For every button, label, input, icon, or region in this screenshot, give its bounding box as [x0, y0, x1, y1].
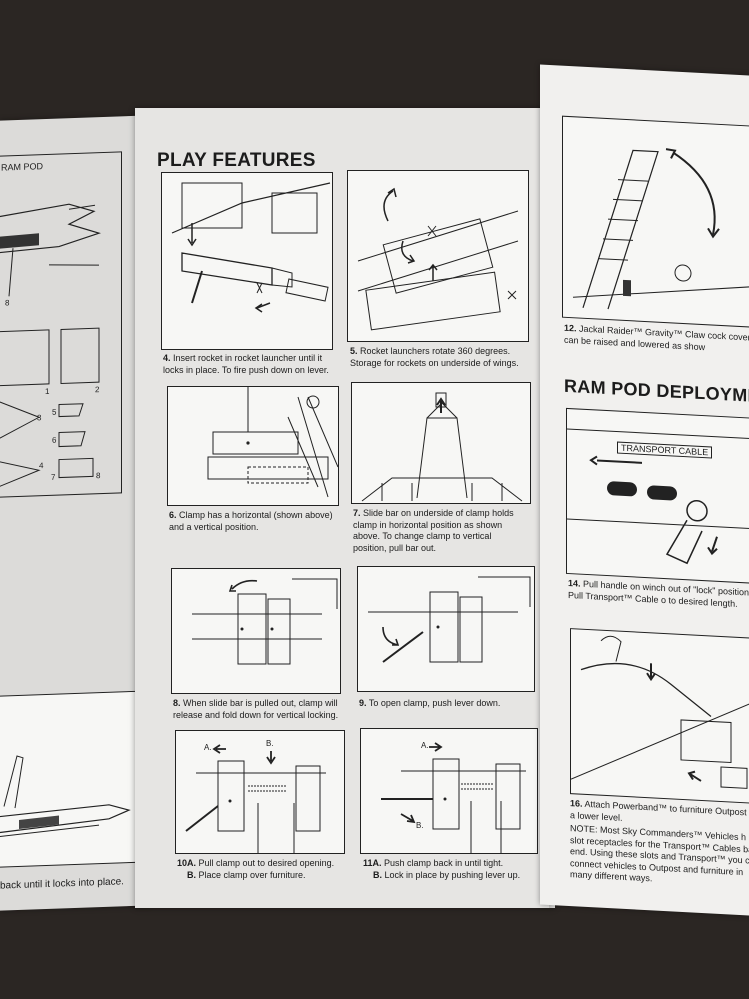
part-number-4: 4 — [39, 461, 44, 471]
step-8-text: When slide bar is pulled out, clamp will… — [173, 698, 339, 720]
play-features-panel: PLAY FEATURES 4. Insert rocket in rocket… — [135, 108, 555, 908]
part-number-5: 5 — [52, 407, 57, 417]
step-5-text: Rocket launchers rotate 360 degrees. Sto… — [350, 346, 519, 368]
step-4-caption: 4. Insert rocket in rocket launcher unti… — [163, 353, 338, 376]
step-11b-number: B. — [373, 869, 382, 880]
step-12-figure — [562, 115, 749, 328]
step-16-figure — [570, 628, 749, 805]
step-6-text: Clamp has a horizontal (shown above) and… — [169, 510, 333, 532]
step-4-figure — [161, 172, 333, 350]
step-5-caption: 5. Rocket launchers rotate 360 degrees. … — [350, 346, 530, 369]
left-instruction-panel: RAM POD 8 1 2 3 6 5 4 7 8 — [0, 115, 150, 911]
ram-pod-deployment-panel: 12. Jackal Raider™ Gravity™ Claw cock co… — [540, 64, 749, 916]
step-5-number: 5. — [350, 346, 358, 356]
label-a-11: A. — [421, 741, 429, 750]
step-9-figure — [357, 566, 535, 692]
step-9-text: To open clamp, push lever down. — [368, 698, 501, 708]
step-10a-number: 10A. — [177, 858, 197, 868]
callout-8: 8 — [5, 298, 10, 308]
step-12-caption: 12. Jackal Raider™ Gravity™ Claw cock co… — [564, 323, 749, 356]
step-12-number: 12. — [564, 322, 577, 334]
pull-clamp-illustration — [185, 744, 326, 853]
step-4-number: 4. — [163, 353, 171, 363]
part-number-7: 7 — [51, 472, 56, 482]
step-7-caption: 7. Slide bar on underside of clamp holds… — [353, 508, 523, 554]
step-4-text: Insert rocket in rocket launcher until i… — [163, 353, 329, 375]
step-12-text: Jackal Raider™ Gravity™ Claw cock cover … — [564, 323, 749, 352]
winch-transport-cable-illustration — [567, 428, 749, 565]
step-16-number: 16. — [570, 798, 583, 809]
part-number-6: 6 — [52, 435, 57, 445]
rotating-launcher-illustration — [357, 187, 519, 331]
step-9-number: 9. — [359, 698, 367, 708]
open-clamp-illustration — [368, 576, 531, 663]
step-8-figure — [171, 568, 341, 694]
step-11a-caption: 11A. Push clamp back in until tight. B. … — [363, 858, 538, 881]
step-14-number: 14. — [568, 577, 581, 589]
rocket-launcher-illustration — [171, 182, 331, 313]
gravity-claw-illustration — [572, 148, 749, 310]
clamp-horizontal-illustration — [207, 387, 338, 498]
step-9-caption: 9. To open clamp, push lever down. — [359, 698, 529, 710]
powerband-furniture-illustration — [571, 635, 749, 789]
step-8-caption: 8. When slide bar is pulled out, clamp w… — [173, 698, 343, 721]
step-10a-text: Pull clamp out to desired opening. — [198, 858, 335, 868]
step-11b-text: Lock in place by pushing lever up. — [384, 869, 521, 880]
label-a-10: A. — [204, 743, 212, 752]
step-11a-number: 11A. — [363, 858, 382, 868]
step-5-figure — [347, 170, 529, 342]
slide-bar-illustration — [361, 392, 523, 502]
step-14-figure: TRANSPORT CABLE — [566, 407, 749, 584]
ram-pod-deployment-title: RAM POD DEPLOYME — [564, 375, 749, 407]
step-7-figure — [351, 382, 531, 504]
vehicle-sketch — [0, 755, 131, 838]
step-14-text: Pull handle on winch out of "lock" posit… — [568, 578, 749, 609]
push-clamp-illustration — [381, 742, 526, 853]
left-bottom-caption: back until it locks into place. — [0, 876, 124, 892]
clamp-release-illustration — [192, 578, 338, 665]
step-14-caption: 14. Pull handle on winch out of "lock" p… — [568, 578, 749, 611]
step-16-note: NOTE: Most Sky Commanders™ Vehicles h sl… — [570, 823, 749, 884]
step-11a-figure: A. B. — [360, 728, 538, 854]
step-7-text: Slide bar on underside of clamp holds cl… — [353, 508, 514, 553]
step-11a-text: Push clamp back in until tight. — [384, 858, 504, 868]
step-16-text: Attach Powerband™ to furniture Outpost a… — [570, 798, 749, 823]
label-b-11: B. — [416, 821, 424, 830]
step-10b-text: Place clamp over furniture. — [198, 869, 306, 880]
part-number-2: 2 — [95, 385, 100, 395]
step-8-number: 8. — [173, 698, 181, 708]
step-6-figure — [167, 386, 339, 506]
step-7-number: 7. — [353, 508, 361, 518]
ram-pod-lock-illustration — [0, 690, 140, 868]
step-16-caption: 16. Attach Powerband™ to furniture Outpo… — [570, 798, 749, 890]
label-b-10: B. — [266, 739, 274, 748]
play-features-title: PLAY FEATURES — [157, 150, 316, 171]
part-number-1: 1 — [45, 386, 50, 397]
step-10a-caption: 10A. Pull clamp out to desired opening. … — [177, 858, 347, 881]
step-10b-number: B. — [187, 869, 196, 880]
step-6-number: 6. — [169, 510, 177, 520]
part-number-8: 8 — [96, 471, 101, 481]
ram-pod-parts-frame: RAM POD 8 1 2 3 6 5 4 7 8 — [0, 151, 122, 498]
part-number-3: 3 — [37, 413, 42, 423]
ram-pod-exploded-illustration — [0, 203, 101, 488]
step-10a-figure: A. B. — [175, 730, 345, 854]
step-6-caption: 6. Clamp has a horizontal (shown above) … — [169, 510, 339, 533]
